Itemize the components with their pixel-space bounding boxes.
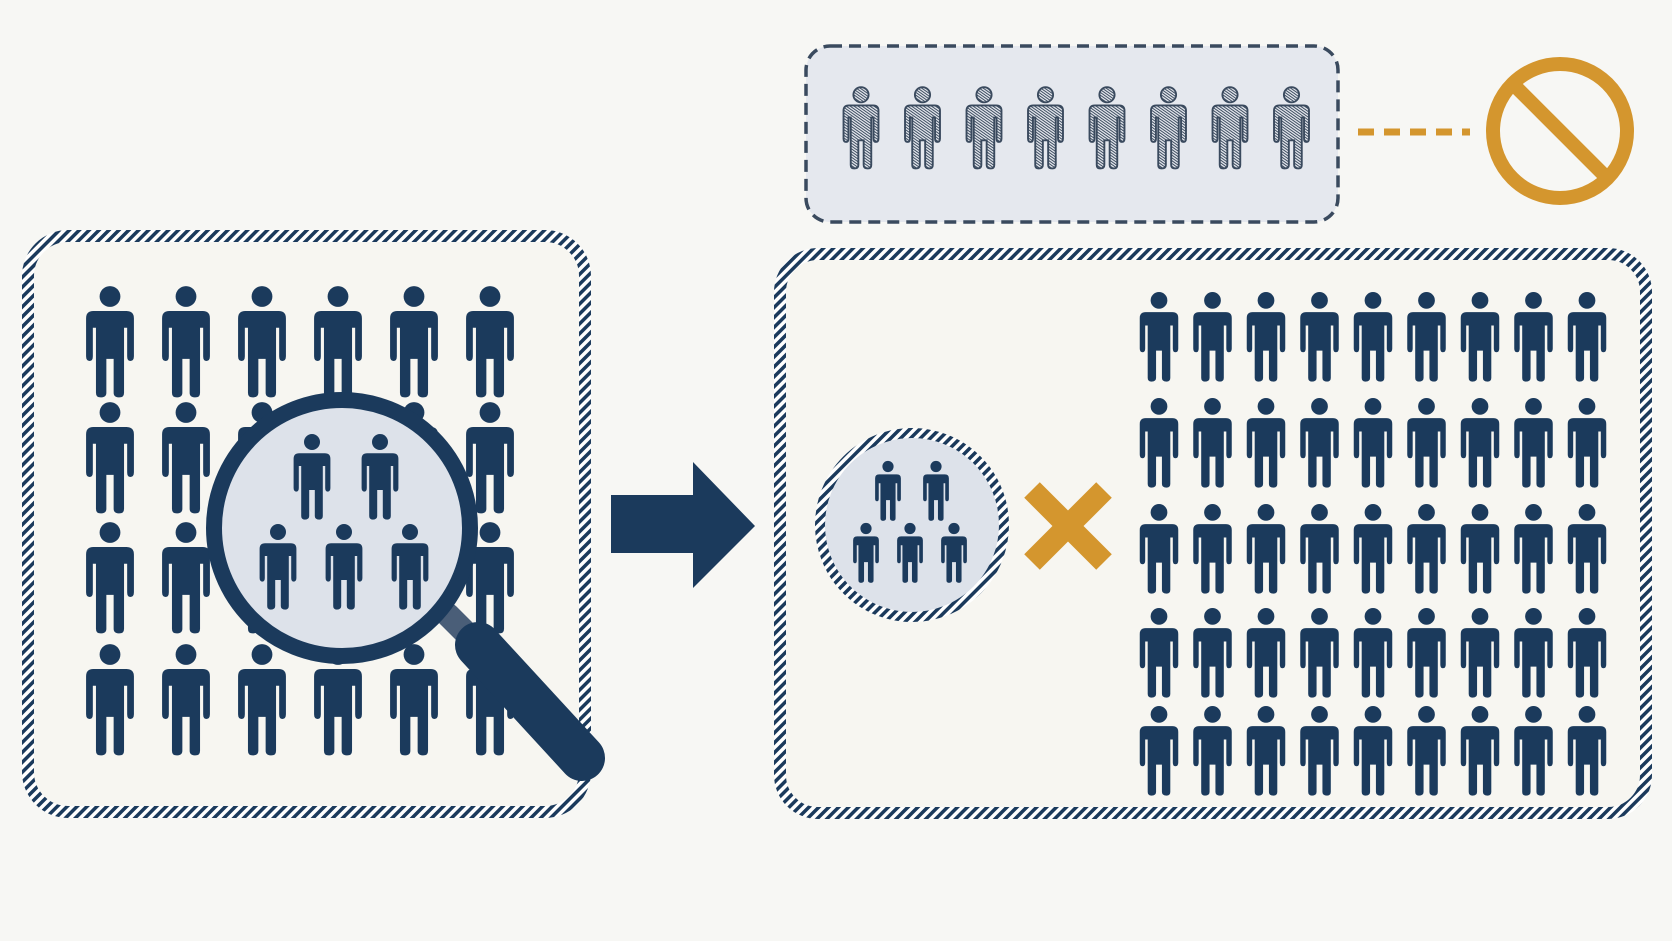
right-arrow-icon (611, 462, 755, 588)
extrapolation-panel (774, 248, 1652, 819)
population-panel (22, 230, 605, 818)
excluded-group-box (804, 44, 1340, 224)
magnifying-glass-icon (206, 392, 605, 781)
sample-circle (815, 428, 1009, 622)
multiply-x-icon (1024, 482, 1112, 570)
prohibited-icon (1486, 57, 1634, 205)
excluded-group (804, 44, 1634, 224)
